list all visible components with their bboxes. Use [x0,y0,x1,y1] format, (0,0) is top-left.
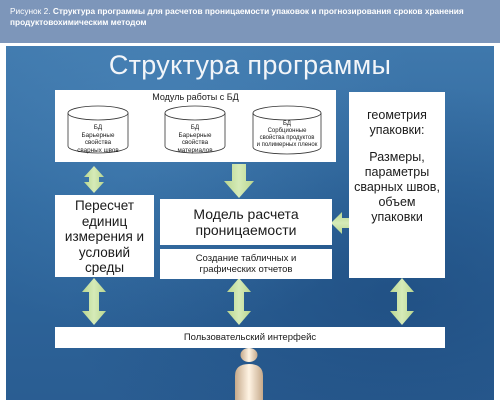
reports-line1: Создание табличных и [195,253,297,264]
db2-text: БД Барьерные свойства материалов [165,124,225,154]
arrow-geometry-model [331,212,349,234]
geometry-line4: параметры [364,165,430,179]
units-line3: измерения и [64,229,145,244]
db3-line3: свойства продуктов [259,135,315,141]
diagram-panel: Структура программы Модуль работы с БД Б… [6,46,494,400]
units-conversion-box: Пересчет единиц измерения и условий сред… [55,195,154,277]
figure-label: Рисунок 2. [10,6,51,16]
reports-line2: графических отчетов [199,264,293,275]
reports-box: Создание табличных и графических отчетов [160,249,332,279]
db-cylinder-3 [252,105,322,155]
diagram-graphics [82,164,414,400]
user-figure [235,348,263,400]
db1-text: БД Барьерные свойства сварных швов [68,124,128,154]
db3-line1: БД [282,121,291,127]
db1-line2: Барьерные свойства [81,131,115,147]
db2-line1: БД [190,124,200,131]
db3-line4: и полимерных пленок [256,142,318,148]
db-module-label: Модуль работы с БД [152,92,239,102]
geometry-box: геометрия упаковки: Размеры, параметры с… [349,92,445,278]
geometry-line5: сварных швов, [354,180,440,194]
db-cylinder-1 [67,105,129,154]
units-line5: среды [84,260,125,275]
db3-line2: Сорбционные [267,128,307,134]
figure-caption-text: Структура программы для расчетов проница… [10,6,464,27]
db3-text: БД Сорбционные свойства продуктов и поли… [253,121,321,149]
geometry-line7: упаковки [371,210,423,224]
geometry-line3: Размеры, [369,150,425,164]
units-line1: Пересчет [74,198,135,213]
db-cylinders [67,105,322,155]
arrow-units-ui [82,278,106,325]
model-line2: проницаемости [195,222,297,238]
db-cylinder-2 [164,105,226,154]
db2-line3: материалов [177,146,213,154]
diagram-title: Структура программы [108,50,392,80]
geometry-line1: геометрия [367,108,427,122]
arrow-model-ui [227,278,251,325]
ui-bar: Пользовательский интерфейс [55,327,445,348]
db2-line2: Барьерные свойства [178,131,212,147]
arrow-db-units [84,166,104,193]
arrow-db-model [224,164,254,198]
model-line1: Модель расчета [193,206,299,222]
model-box: Модель расчета проницаемости [160,199,332,245]
units-line2: единиц [81,213,128,229]
geometry-line6: объем [378,195,416,209]
ui-bar-label: Пользовательский интерфейс [183,332,317,343]
db1-line3: сварных швов [77,146,119,154]
units-line4: условий [78,244,131,260]
db-module-box: Модуль работы с БД БД Барьерные свойства… [55,90,336,162]
geometry-line2: упаковки: [369,123,425,137]
db1-line1: БД [93,124,103,131]
figure-caption: Рисунок 2. Структура программы для расче… [0,0,500,43]
arrow-geometry-ui [390,278,414,325]
